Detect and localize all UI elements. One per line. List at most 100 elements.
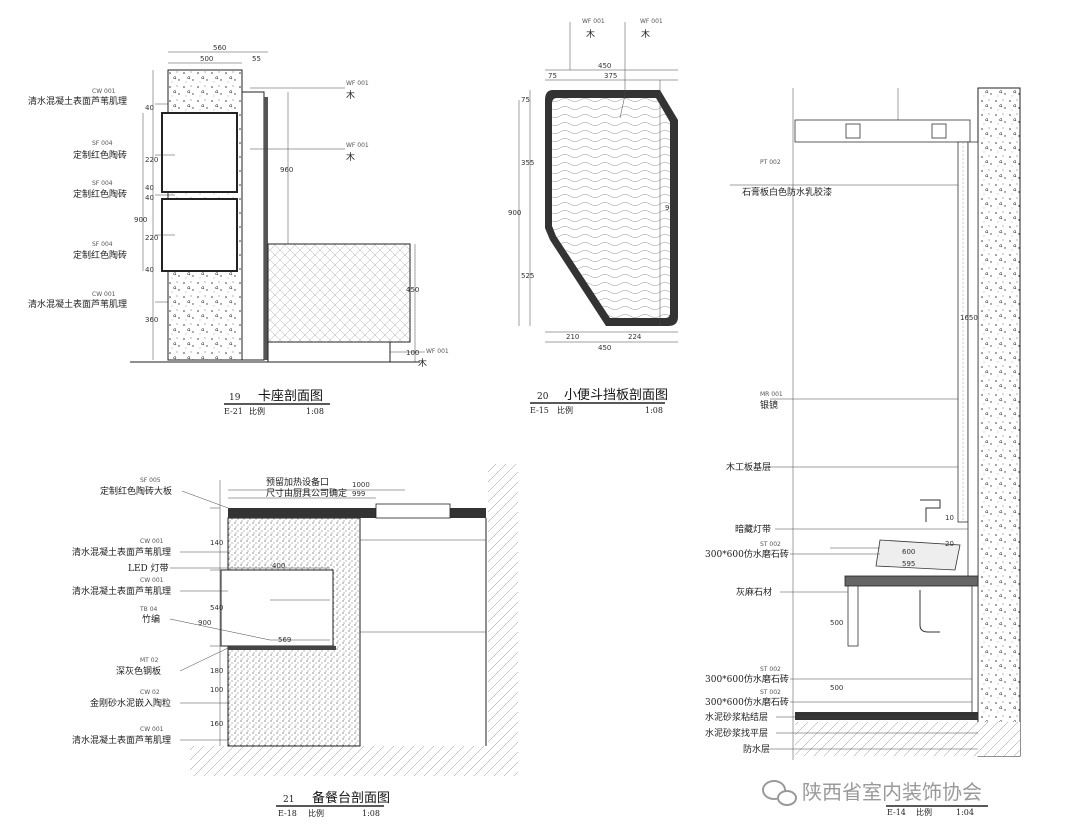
label-code: PT 002	[760, 159, 781, 166]
label-code: ST 002	[760, 541, 781, 548]
label-text: 清水混凝土表面芦苇肌理	[28, 298, 127, 310]
dimension: 999	[352, 490, 365, 498]
label-text: LED 灯带	[128, 563, 169, 574]
label-code: WF 001	[426, 348, 449, 355]
dimension: 900	[134, 216, 147, 224]
section-19-labels: CW 001 清水混凝土表面芦苇肌理 SF 004 定制红色陶砖 SF 004 …	[28, 44, 449, 416]
label-text: 水泥砂浆粘结层	[705, 711, 768, 723]
label-code: CW 001	[140, 577, 164, 584]
dimension: 525	[521, 272, 534, 280]
watermark-text: 陕西省室内装饰协会	[802, 780, 982, 804]
label-code: WF 001	[582, 18, 605, 25]
scale-label: 比例	[557, 405, 573, 415]
dimension: 75	[521, 96, 530, 104]
section-number: 20	[537, 392, 549, 402]
wechat-icon	[762, 780, 797, 806]
dimension: 900	[508, 209, 521, 217]
label-text: 定制红色陶砖	[73, 249, 127, 261]
label-text: 定制红色陶砖	[73, 149, 127, 161]
dimension: 75	[548, 72, 557, 80]
label-text: 定制红色陶砖大板	[100, 485, 172, 497]
scale-value: 1:08	[362, 809, 380, 818]
dimension: 450	[598, 344, 611, 352]
label-code: WF 001	[640, 18, 663, 25]
label-code: ST 002	[760, 689, 781, 696]
dimension: 10	[945, 514, 954, 522]
section-title: 卡座剖面图	[258, 389, 323, 404]
scale-value: 1:04	[956, 808, 974, 817]
top-note: 预留加热设备口	[266, 476, 329, 488]
section-e14-drawing	[792, 87, 1021, 760]
label-code: CW 001	[92, 88, 116, 95]
dimension: 450	[406, 286, 419, 294]
label-text: 300*600仿水磨石砖	[705, 696, 789, 708]
dimension: 210	[566, 333, 579, 341]
dimension: 20	[945, 540, 954, 548]
label-text: 暗藏灯带	[735, 523, 771, 535]
dimension: 400	[272, 562, 285, 570]
label-text: 定制红色陶砖	[73, 188, 127, 200]
label-text: 木	[346, 89, 355, 101]
dimension: 600	[902, 548, 915, 556]
label-text: 木	[418, 357, 427, 369]
section-number: 21	[283, 795, 294, 805]
label-code: WF 001	[346, 142, 369, 149]
label-code: SF 004	[92, 241, 113, 248]
dimension: 40	[145, 194, 154, 202]
label-code: CW 001	[140, 538, 164, 545]
label-text: 石膏板白色防水乳胶漆	[742, 186, 832, 198]
section-ref: E-14	[887, 808, 906, 817]
dimension: 540	[210, 604, 223, 612]
label-code: SF 004	[92, 140, 113, 147]
section-ref: E-18	[278, 809, 297, 818]
label-text: 竹编	[142, 613, 160, 625]
label-text: 防水层	[743, 743, 770, 755]
label-code: CW 02	[140, 689, 160, 696]
dimension: 40	[145, 104, 154, 112]
dimension: 140	[210, 539, 223, 547]
label-code: CW 001	[92, 291, 116, 298]
label-code: MT 02	[140, 657, 159, 664]
dimension: 360	[145, 316, 158, 324]
dimension: 500	[830, 684, 843, 692]
watermark: 陕西省室内装饰协会	[762, 780, 982, 806]
label-code: MR 001	[760, 391, 783, 398]
section-20-labels: WF 001 木 WF 001 木 450 75 375 75 355 525 …	[508, 18, 678, 415]
dimension: 1650	[960, 314, 978, 322]
dimension: 40	[145, 266, 154, 274]
label-text: 深灰色钢板	[116, 665, 161, 677]
scale-value: 1:08	[306, 407, 324, 416]
label-code: CW 001	[140, 726, 164, 733]
section-19-drawing	[130, 51, 425, 363]
section-21-drawing	[190, 464, 518, 776]
section-number: 19	[229, 393, 241, 403]
label-text: 木	[641, 28, 650, 40]
dimension: 375	[604, 72, 617, 80]
section-20-drawing	[518, 22, 678, 343]
label-text: 木	[586, 28, 595, 40]
label-code: WF 001	[346, 80, 369, 87]
dimension: 180	[210, 667, 223, 675]
label-code: SF 004	[92, 180, 113, 187]
dimension: 220	[145, 156, 158, 164]
dimension: 569	[278, 636, 291, 644]
dimension: 220	[145, 234, 158, 242]
top-note: 尺寸由厨具公司确定	[266, 487, 347, 499]
section-title: 小便斗挡板剖面图	[564, 388, 668, 403]
dimension: 500	[830, 619, 843, 627]
dimension: 500	[200, 55, 213, 63]
section-title: 备餐台剖面图	[312, 790, 390, 806]
section-ref: E-15	[530, 406, 549, 415]
section-ref: E-21	[224, 407, 243, 416]
scale-label: 比例	[249, 406, 265, 416]
dimension: 450	[598, 62, 611, 70]
scale-value: 1:08	[645, 406, 663, 415]
label-text: 银镜	[760, 399, 778, 411]
section-21-labels: 预留加热设备口 尺寸由厨具公司确定 1000 999 400 569 900 1…	[72, 476, 390, 818]
dimension: 224	[628, 333, 642, 341]
dimension: 55	[252, 55, 261, 63]
dimension: 355	[521, 159, 534, 167]
label-code: ST 002	[760, 666, 781, 673]
label-text: 灰麻石材	[736, 586, 772, 598]
